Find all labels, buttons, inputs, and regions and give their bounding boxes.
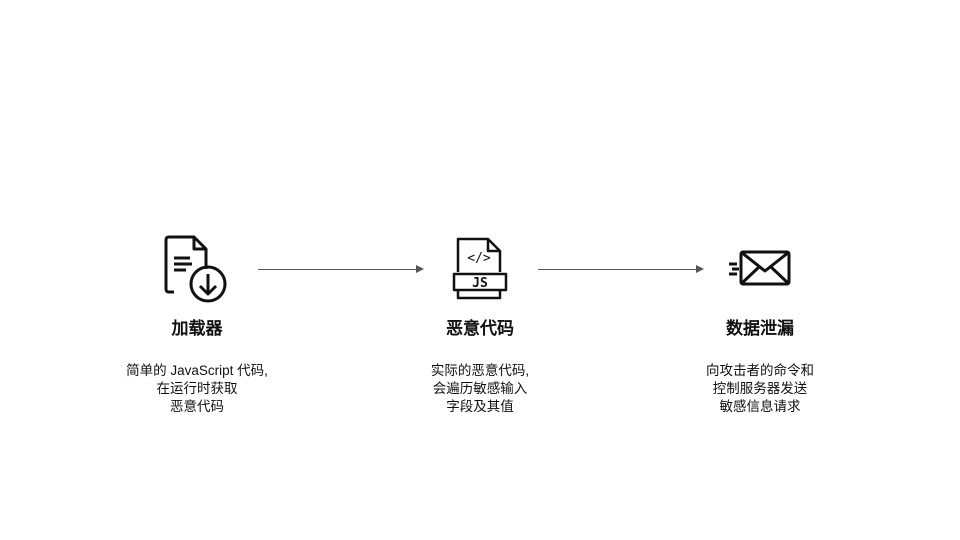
step-description: 向攻击者的命令和 控制服务器发送 敏感信息请求 <box>706 363 814 414</box>
step-title: 加载器 <box>171 319 223 338</box>
step-malicious-code: </> JS 恶意代码 实际的恶意代码, 会遍历敏感输入 字段及其值 <box>370 230 590 416</box>
code-glyph: </> <box>467 251 491 266</box>
file-download-icon <box>87 230 307 308</box>
send-mail-icon <box>650 230 870 308</box>
step-description: 简单的 JavaScript 代码, 在运行时获取 恶意代码 <box>126 363 268 414</box>
step-data-exfiltration: 数据泄漏 向攻击者的命令和 控制服务器发送 敏感信息请求 <box>650 230 870 416</box>
step-description: 实际的恶意代码, 会遍历敏感输入 字段及其值 <box>430 363 530 414</box>
flow-arrow <box>538 265 704 273</box>
step-title: 恶意代码 <box>446 319 514 338</box>
step-title: 数据泄漏 <box>726 319 794 338</box>
js-badge: JS <box>472 276 488 291</box>
flow-arrow <box>258 265 424 273</box>
js-file-icon: </> JS <box>370 230 590 308</box>
step-loader: 加载器 简单的 JavaScript 代码, 在运行时获取 恶意代码 <box>87 230 307 416</box>
